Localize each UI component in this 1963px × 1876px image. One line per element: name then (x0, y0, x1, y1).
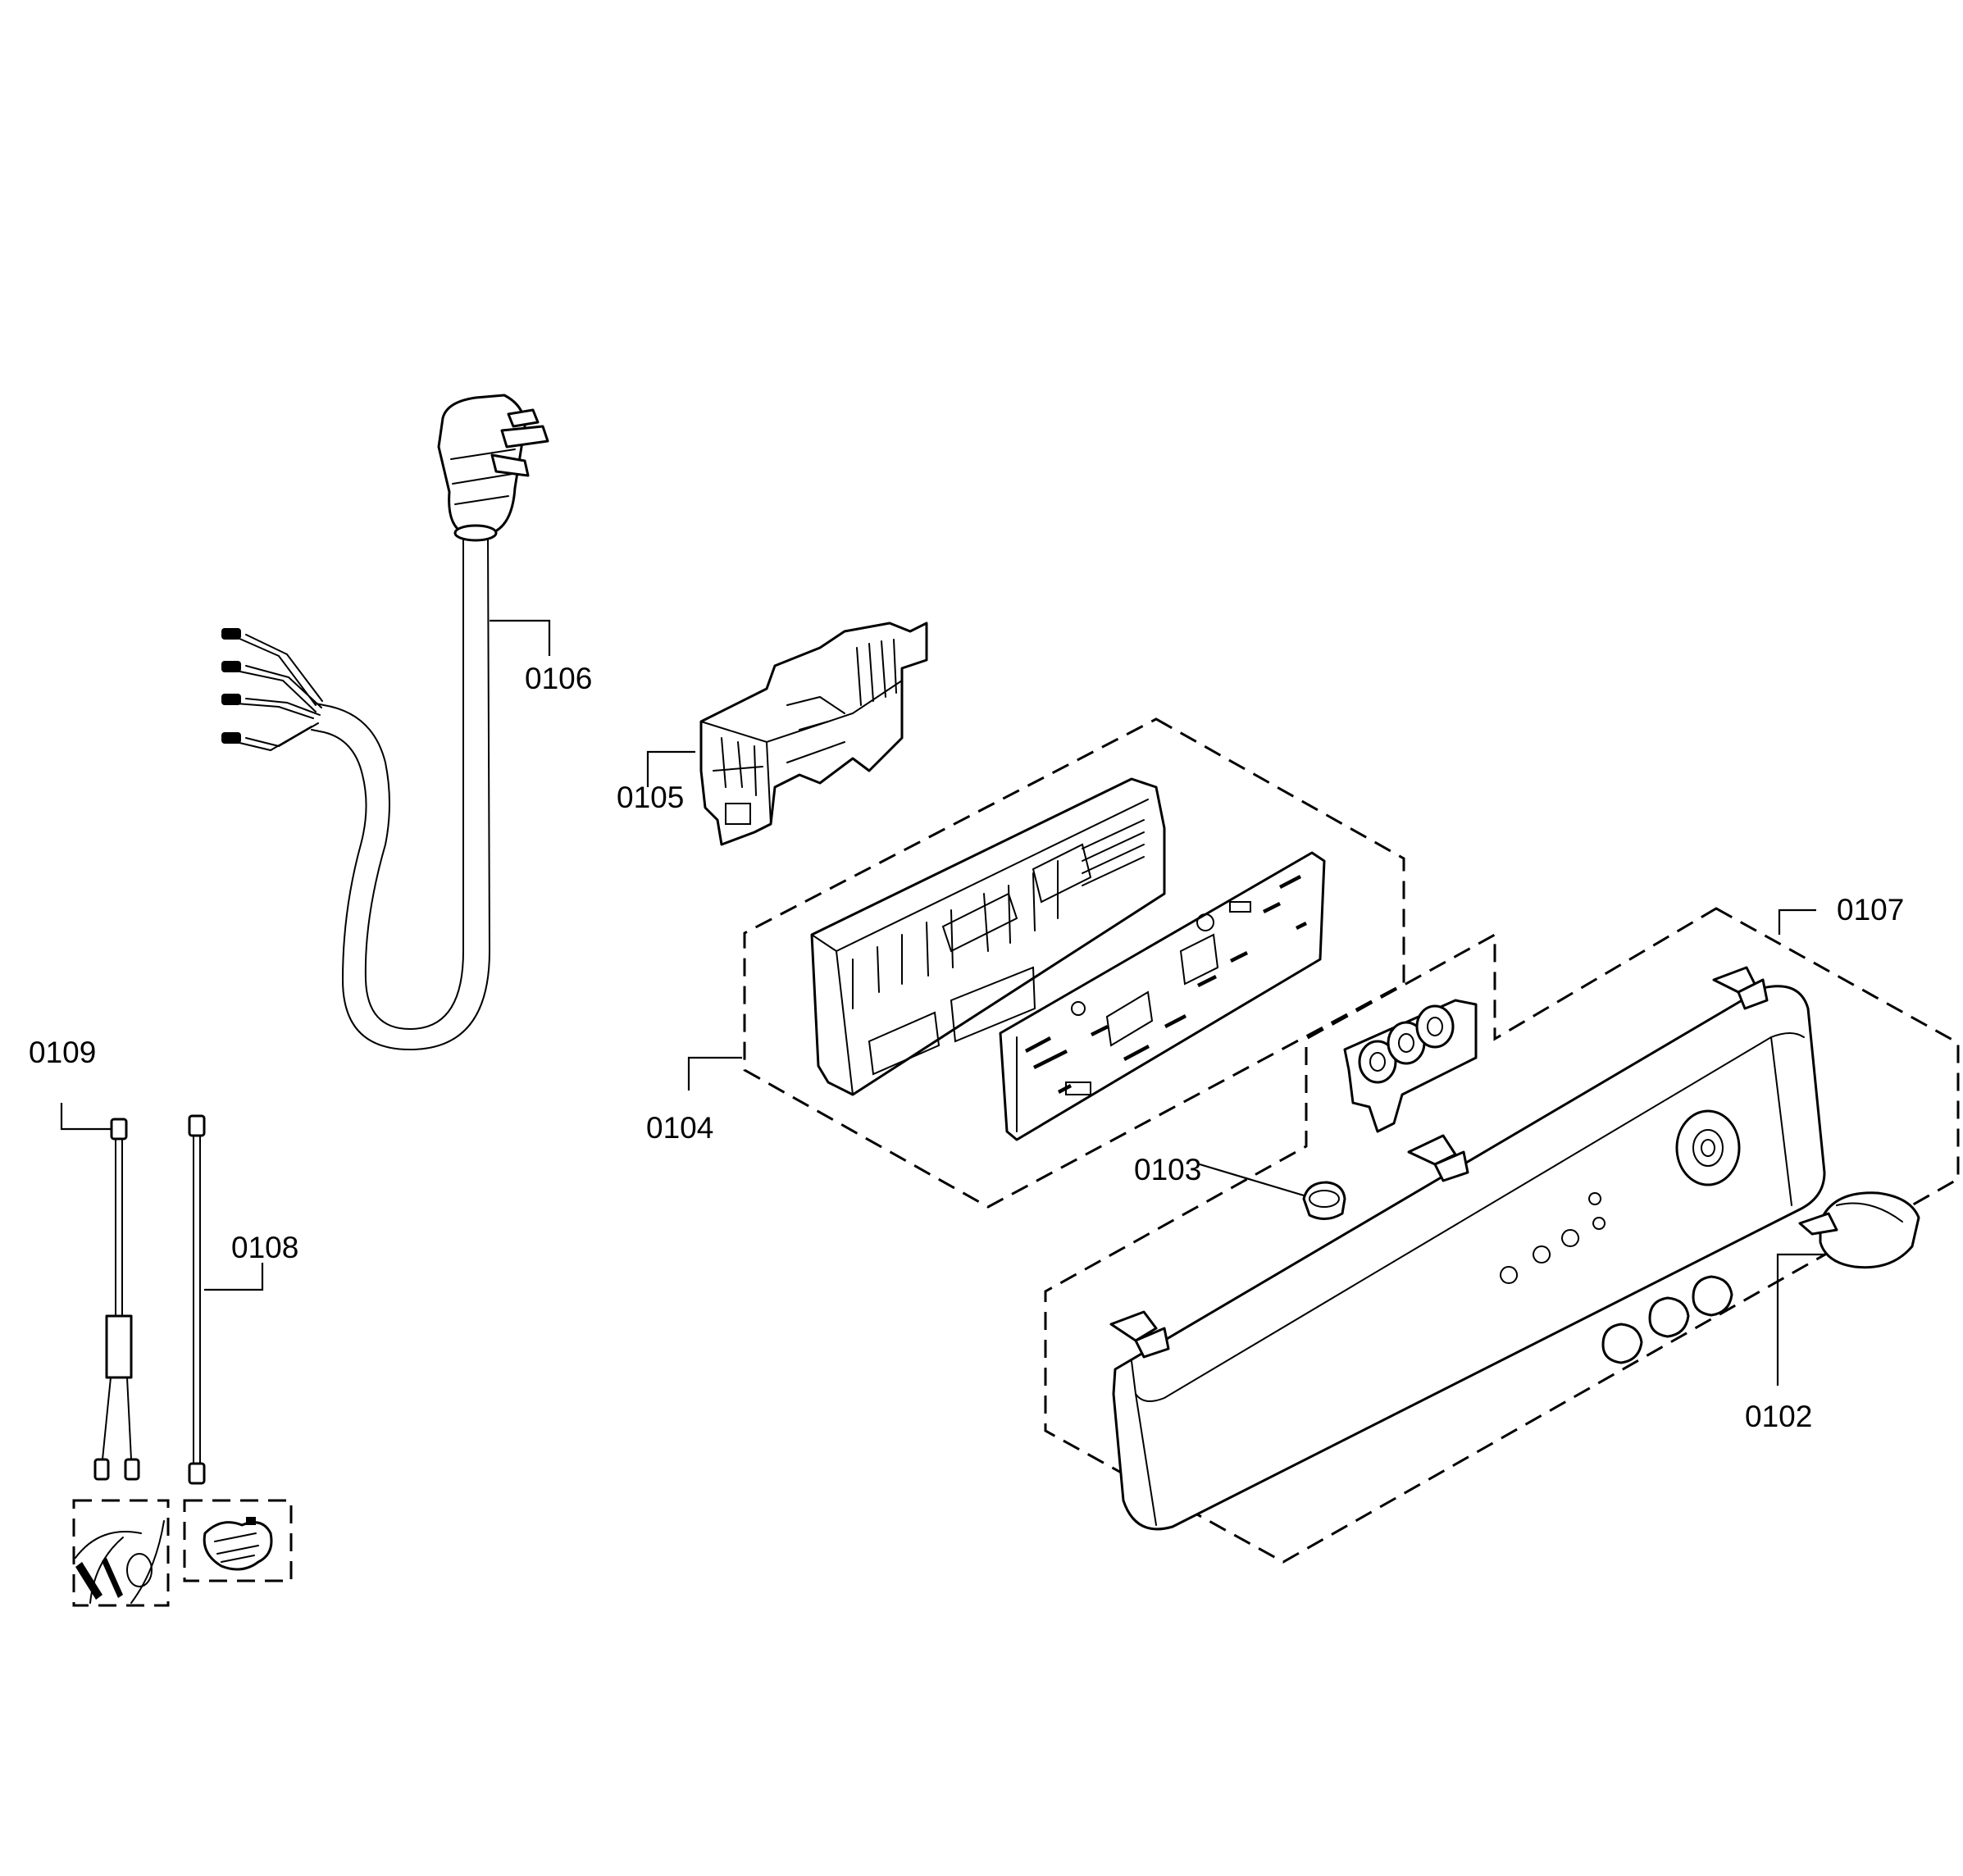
callout-0108: 0108 (231, 1231, 298, 1264)
callout-0107: 0107 (1837, 893, 1904, 927)
callout-0105: 0105 (617, 781, 684, 814)
control-panel-group-0107 (1044, 907, 1960, 1564)
control-board-pcb (999, 851, 1326, 1141)
leader-lines (60, 619, 1824, 1386)
wire-harness-0109 (72, 1118, 170, 1607)
power-cord-0106 (221, 394, 549, 1051)
callout-0106: 0106 (525, 662, 592, 695)
callout-0109: 0109 (29, 1036, 96, 1069)
control-module-group-0104 (743, 717, 1405, 1209)
callout-labels: 0106 0105 0104 0107 0103 0102 0108 0109 (29, 662, 1904, 1433)
callout-0104: 0104 (646, 1111, 713, 1145)
control-panel-fascia (1109, 966, 1826, 1531)
button-holder-module (1343, 999, 1478, 1133)
control-frame (810, 777, 1166, 1096)
callout-0103: 0103 (1134, 1153, 1201, 1186)
selector-knob-0102 (1798, 1191, 1920, 1269)
small-knob-0103 (1302, 1181, 1346, 1220)
bracket-0105 (699, 622, 928, 846)
callout-0102: 0102 (1745, 1400, 1812, 1433)
wire-harness-0108 (183, 1114, 293, 1582)
